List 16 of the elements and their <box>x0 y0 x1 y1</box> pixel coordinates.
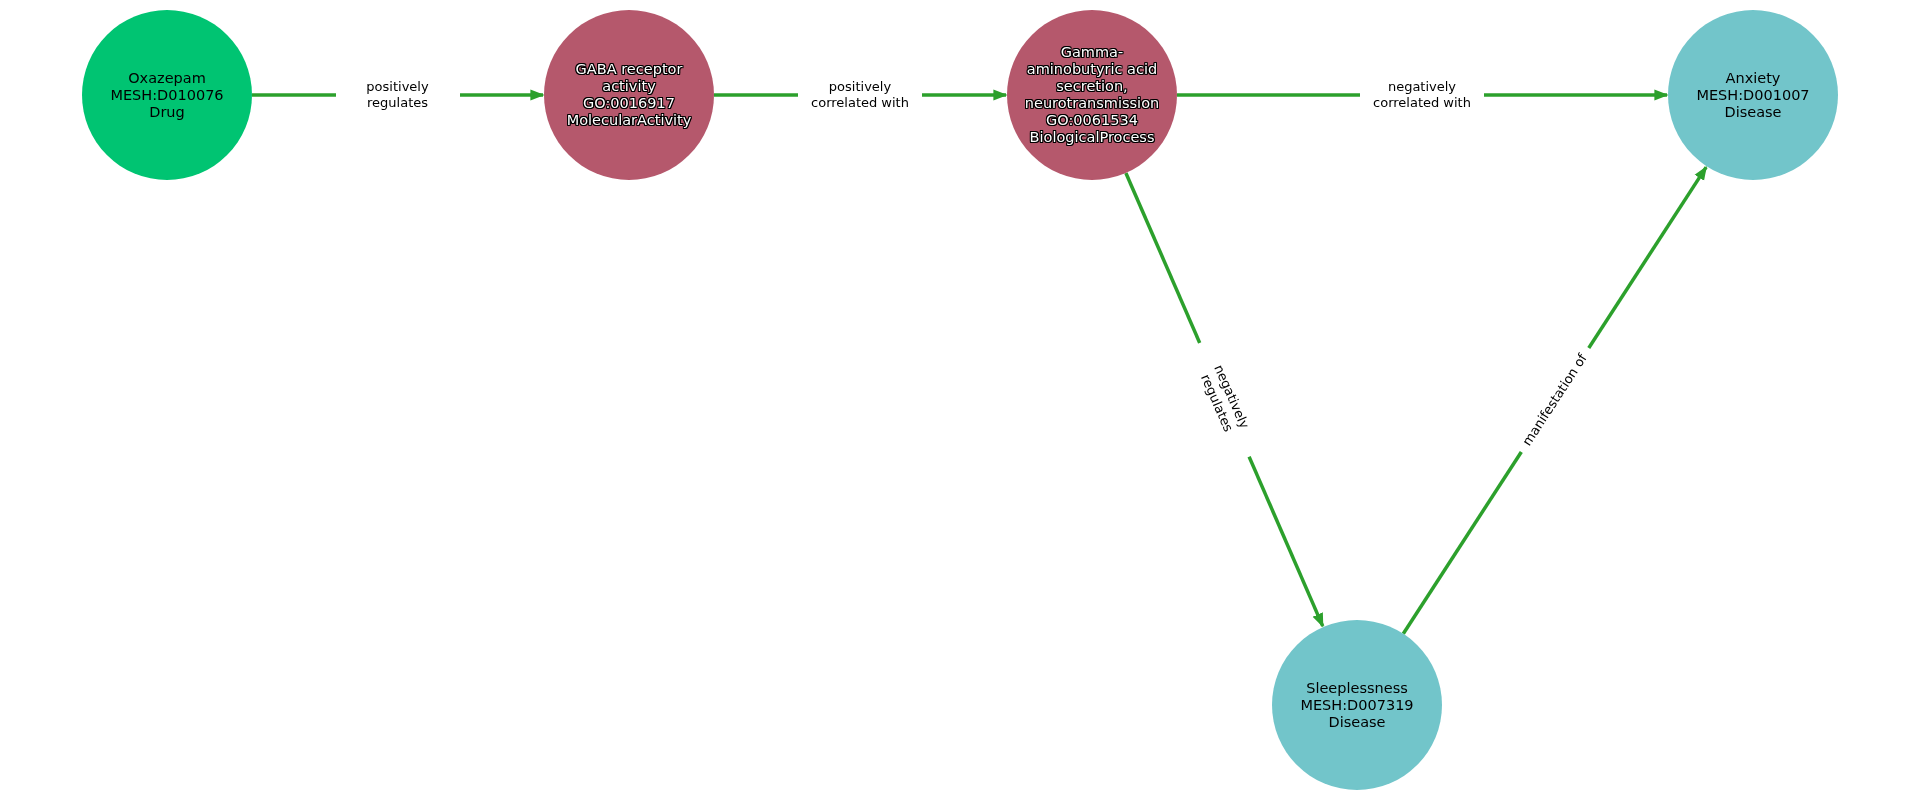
node-type: Disease <box>1328 713 1386 731</box>
edge-label: positively regulates <box>335 78 460 112</box>
node-name: Anxiety <box>1725 69 1781 87</box>
node-id: GO:0016917 <box>583 95 675 112</box>
node-name: Oxazepam <box>128 69 206 87</box>
node-id: MESH:D010076 <box>110 86 224 104</box>
node-type: Drug <box>149 103 185 121</box>
node-type: MolecularActivity <box>566 112 692 129</box>
node-id: GO:0061534 <box>1046 112 1138 129</box>
node-id: MESH:D001007 <box>1696 86 1810 104</box>
node-name: GABA receptor activity <box>574 61 684 95</box>
node-name: Gamma-aminobutyric acid secretion, neurotransmission <box>1023 44 1161 112</box>
node-type: BiologicalProcess <box>1029 129 1155 146</box>
node-type: Disease <box>1724 103 1782 121</box>
node-id: MESH:D007319 <box>1300 696 1414 714</box>
node-name: Sleeplessness <box>1306 679 1408 697</box>
